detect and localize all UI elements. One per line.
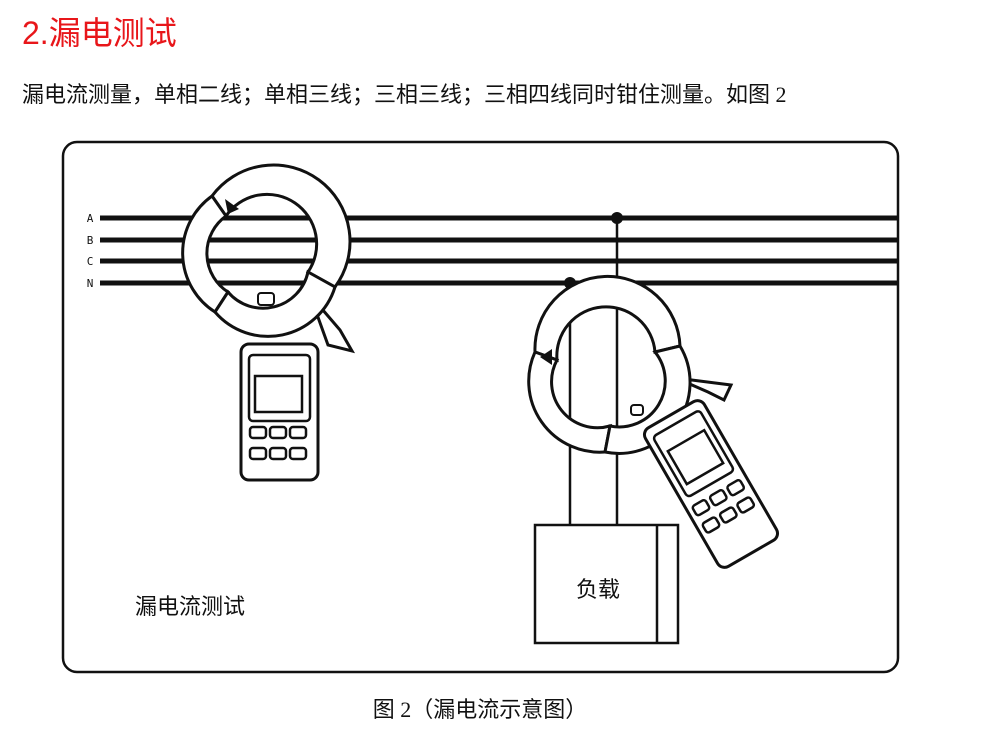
arrow-marker-left [225,199,239,214]
clamp-jaw-left-top [210,163,352,289]
meter-screen-left [253,374,304,414]
line-label-c: C [87,255,94,268]
section-heading: 2.漏电测试 [22,15,177,51]
line-label-a: A [87,212,94,225]
line-label-n: N [87,277,94,290]
load-box [533,523,680,645]
intro-text: 漏电流测量，单相二线；单相三线；三相三线；三相四线同时钳住测量。如图 2 [22,82,787,107]
figure-caption: 图 2（漏电流示意图） [0,697,990,723]
clamp-meter-left [181,163,356,482]
clamp-jaw-right-top [533,274,682,363]
junction-dot-a [611,212,623,224]
arrow-marker-right [540,349,552,365]
line-label-b: B [87,234,94,247]
inner-label: 漏电流测试 [135,595,245,620]
diagram-frame [61,140,900,674]
load-label: 负载 [576,578,620,603]
meter-screen-right [666,428,725,486]
caption-text: 图 2（漏电流示意图） [372,697,588,722]
clamp-meter-right [527,274,780,569]
